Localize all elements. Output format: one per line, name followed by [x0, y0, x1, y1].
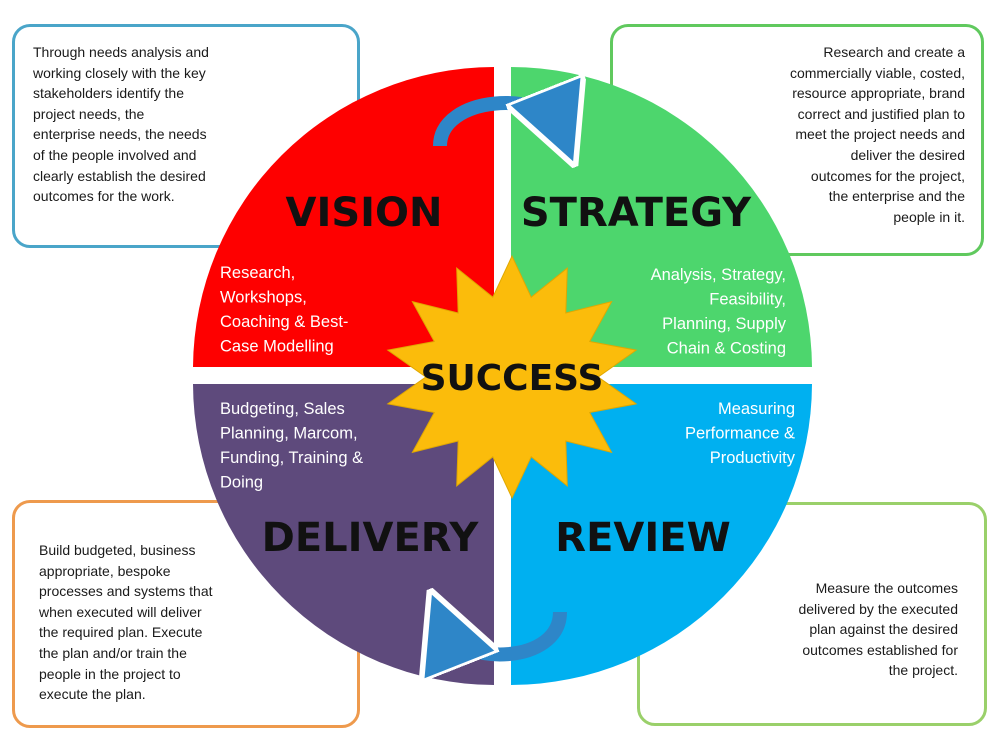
strategy-title: STRATEGY: [521, 190, 752, 236]
vision-description: Through needs analysis and working close…: [33, 44, 209, 205]
review-description: Measure the outcomes delivered by the ex…: [798, 580, 958, 679]
vision-activity-line: Research,: [220, 264, 295, 282]
strategy-activity-line: Chain & Costing: [667, 340, 786, 358]
delivery-activity-line: Funding, Training &: [220, 449, 363, 467]
vision-activities: Research, Workshops, Coaching & Best- Case …: [220, 264, 348, 356]
review-to-delivery-arrow: [445, 612, 567, 654]
vision-activity-line: Coaching & Best-: [220, 313, 348, 331]
delivery-activity-line: Planning, Marcom,: [220, 425, 358, 443]
success-label: SUCCESS: [421, 358, 604, 399]
review-activity-line: Productivity: [710, 449, 796, 467]
vision-activity-line: Case Modelling: [220, 338, 334, 356]
delivery-description: Build budgeted, business appropriate, be…: [39, 542, 213, 703]
strategy-description: Research and create a commercially viabl…: [789, 44, 965, 225]
strategy-activity-line: Planning, Supply: [662, 315, 787, 333]
delivery-title: DELIVERY: [262, 515, 480, 561]
review-quadrant: [511, 384, 812, 685]
delivery-activity-line: Budgeting, Sales: [220, 400, 345, 418]
vision-title: VISION: [285, 190, 442, 236]
strategy-activity-line: Feasibility,: [709, 291, 786, 309]
delivery-description-box: Build budgeted, business appropriate, be…: [12, 500, 360, 728]
vision-activity-line: Workshops,: [220, 289, 307, 307]
vision-quadrant: [193, 67, 494, 367]
review-title: REVIEW: [555, 515, 730, 561]
review-activity-line: Performance &: [685, 425, 795, 443]
delivery-activity-line: Doing: [220, 474, 263, 492]
strategy-activity-line: Analysis, Strategy,: [651, 266, 786, 284]
success-star: [386, 254, 638, 500]
strategy-activities: Analysis, Strategy, Feasibility, Planning,…: [651, 266, 787, 358]
review-activity-line: Measuring: [718, 400, 795, 418]
vision-description-box: Through needs analysis and working close…: [12, 24, 360, 248]
vision-to-strategy-arrow: [433, 103, 560, 146]
